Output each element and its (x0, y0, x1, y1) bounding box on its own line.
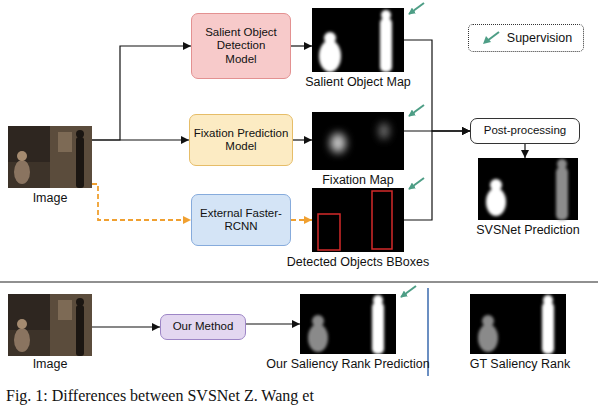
model-box: Fixation Prediction Model (189, 114, 293, 166)
image-label: Detected Objects BBoxes (287, 255, 429, 269)
photo (8, 294, 92, 356)
fixation-map: Fixation Map (312, 112, 404, 170)
flow-arrow (404, 40, 470, 131)
bbox-map: Detected Objects BBoxes (312, 188, 404, 252)
dashed-arrow (291, 219, 312, 221)
supervision-arrows (401, 3, 424, 297)
dashed-arrow (92, 184, 191, 220)
svsnet-picture (478, 158, 578, 220)
method-box: Our Method (160, 314, 246, 340)
bbox-picture (312, 188, 404, 252)
box-label: External Faster-RCNN (196, 207, 286, 233)
saliency-map: Salient Object Map (312, 8, 404, 72)
box-label: Salient Object Detection Model (201, 26, 281, 66)
image-label: Image (33, 357, 68, 371)
box-label: Fixation Prediction Model (191, 127, 291, 153)
separator-line (0, 281, 598, 282)
flow-arrow (92, 139, 189, 140)
input-image: Image (8, 126, 92, 188)
legend-swatch (480, 30, 502, 46)
flow-arrow (92, 46, 191, 140)
image-label: GT Saliency Rank (470, 357, 571, 371)
legend-box: Supervision (468, 24, 584, 52)
image-label: Fixation Map (322, 173, 394, 187)
prediction-map: SVSNet Prediction (478, 158, 578, 220)
image-label: Salient Object Map (305, 75, 411, 89)
detector-box: External Faster-RCNN (191, 194, 291, 246)
fixation-map-picture (312, 112, 404, 170)
prediction-map: Our Saliency Rank Prediction (300, 294, 396, 354)
rank-picture (300, 294, 396, 354)
flow-arrow (524, 144, 525, 158)
image-label: Image (33, 191, 68, 205)
ground-truth-map: GT Saliency Rank (470, 294, 570, 354)
legend-row: Supervision (480, 30, 572, 46)
model-box: Salient Object Detection Model (191, 13, 291, 79)
legend-text: Supervision (507, 31, 572, 45)
photo (8, 126, 92, 188)
process-box: Post-processing (470, 118, 580, 144)
flow-arrow (92, 326, 160, 327)
figure-caption: Fig. 1: Differences between SVSNet Z. Wa… (6, 387, 314, 405)
box-label: Our Method (173, 320, 234, 333)
image-label: SVSNet Prediction (476, 223, 580, 237)
flow-arrow (404, 130, 470, 131)
rank-picture (470, 294, 566, 354)
flow-arrow (293, 139, 312, 140)
input-image: Image (8, 294, 92, 354)
flow-arrow (291, 45, 312, 46)
flow-arrow (246, 323, 300, 324)
flow-arrow (404, 131, 470, 220)
saliency-map-picture (312, 8, 404, 72)
image-label: Our Saliency Rank Prediction (266, 357, 429, 371)
box-label: Post-processing (484, 124, 566, 137)
